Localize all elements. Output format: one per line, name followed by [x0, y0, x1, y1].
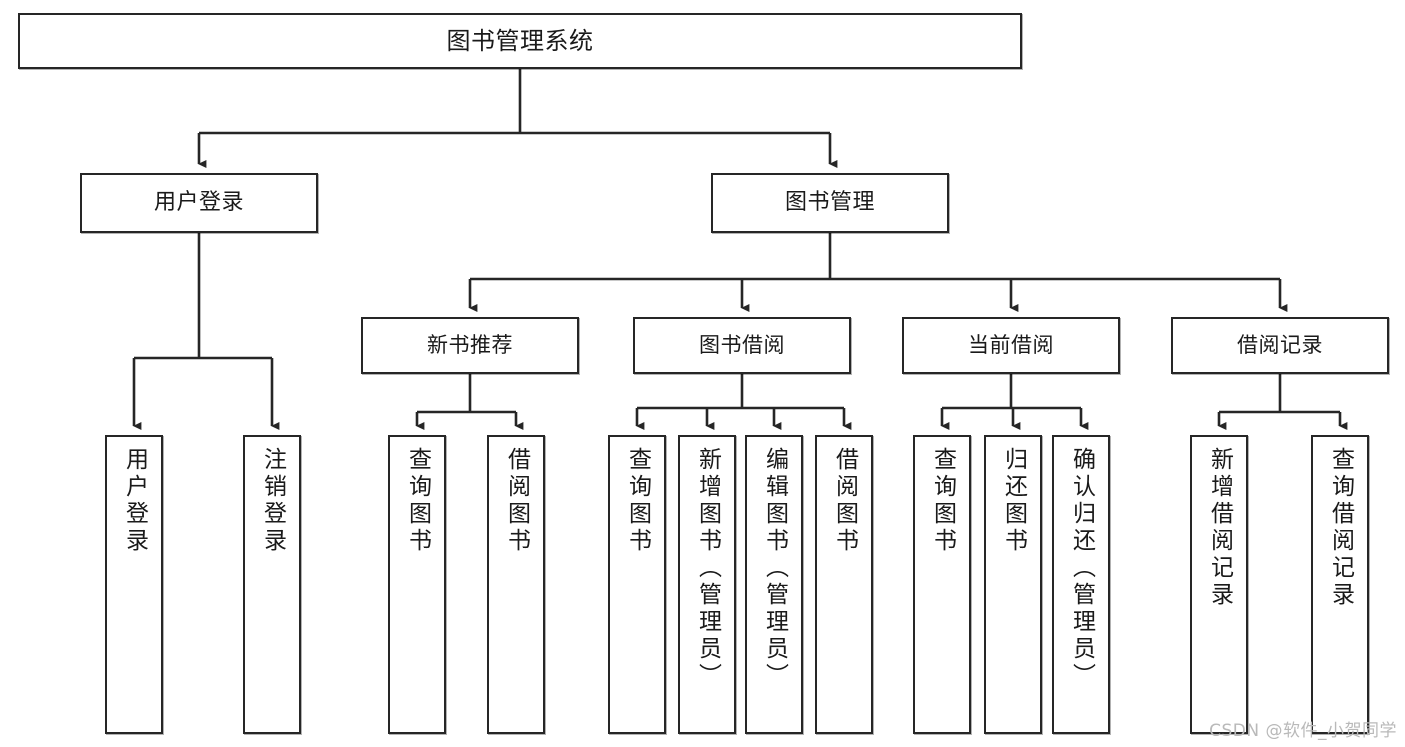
node-leaf-logout[interactable]: 注销登录	[243, 435, 301, 734]
node-label: 查询图书	[929, 447, 956, 555]
node-label: 借阅图书	[503, 447, 530, 555]
node-label: 新增借阅记录	[1206, 447, 1233, 609]
node-leaf-user-login[interactable]: 用户登录	[105, 435, 163, 734]
node-leaf-borrow-book-2[interactable]: 借阅图书	[815, 435, 873, 734]
node-label: 图书管理	[784, 190, 875, 216]
node-label: 确认归还（管理员）	[1068, 447, 1095, 690]
node-label: 借阅图书	[831, 447, 858, 555]
node-user-login[interactable]: 用户登录	[80, 173, 318, 233]
node-leaf-edit-book[interactable]: 编辑图书（管理员）	[745, 435, 803, 734]
node-label: 图书管理系统	[446, 26, 594, 55]
node-label: 借阅记录	[1237, 333, 1323, 358]
watermark-credit: CSDN @软件_小贺同学	[1209, 721, 1397, 741]
node-label: 查询图书	[624, 447, 651, 555]
node-root[interactable]: 图书管理系统	[18, 13, 1022, 69]
node-label: 用户登录	[121, 447, 148, 555]
node-leaf-add-record[interactable]: 新增借阅记录	[1190, 435, 1248, 734]
node-borrow-record[interactable]: 借阅记录	[1171, 317, 1389, 374]
node-leaf-query-book-1[interactable]: 查询图书	[388, 435, 446, 734]
node-leaf-query-book-3[interactable]: 查询图书	[913, 435, 971, 734]
node-book-borrow[interactable]: 图书借阅	[633, 317, 851, 374]
node-label: 用户登录	[153, 190, 244, 216]
node-leaf-add-book[interactable]: 新增图书（管理员）	[678, 435, 736, 734]
node-book-manage[interactable]: 图书管理	[711, 173, 949, 233]
node-current-borrow[interactable]: 当前借阅	[902, 317, 1120, 374]
node-leaf-borrow-book-1[interactable]: 借阅图书	[487, 435, 545, 734]
node-label: 当前借阅	[968, 333, 1054, 358]
node-label: 查询借阅记录	[1327, 447, 1354, 609]
node-label: 编辑图书（管理员）	[761, 447, 788, 690]
node-label: 新增图书（管理员）	[694, 447, 721, 690]
node-label: 图书借阅	[699, 333, 785, 358]
node-label: 查询图书	[404, 447, 431, 555]
node-new-book-rec[interactable]: 新书推荐	[361, 317, 579, 374]
node-leaf-query-record[interactable]: 查询借阅记录	[1311, 435, 1369, 734]
node-label: 归还图书	[1000, 447, 1027, 555]
node-leaf-return-book[interactable]: 归还图书	[984, 435, 1042, 734]
node-leaf-confirm-ret[interactable]: 确认归还（管理员）	[1052, 435, 1110, 734]
node-label: 注销登录	[259, 447, 286, 555]
node-leaf-query-book-2[interactable]: 查询图书	[608, 435, 666, 734]
node-label: 新书推荐	[427, 333, 513, 358]
